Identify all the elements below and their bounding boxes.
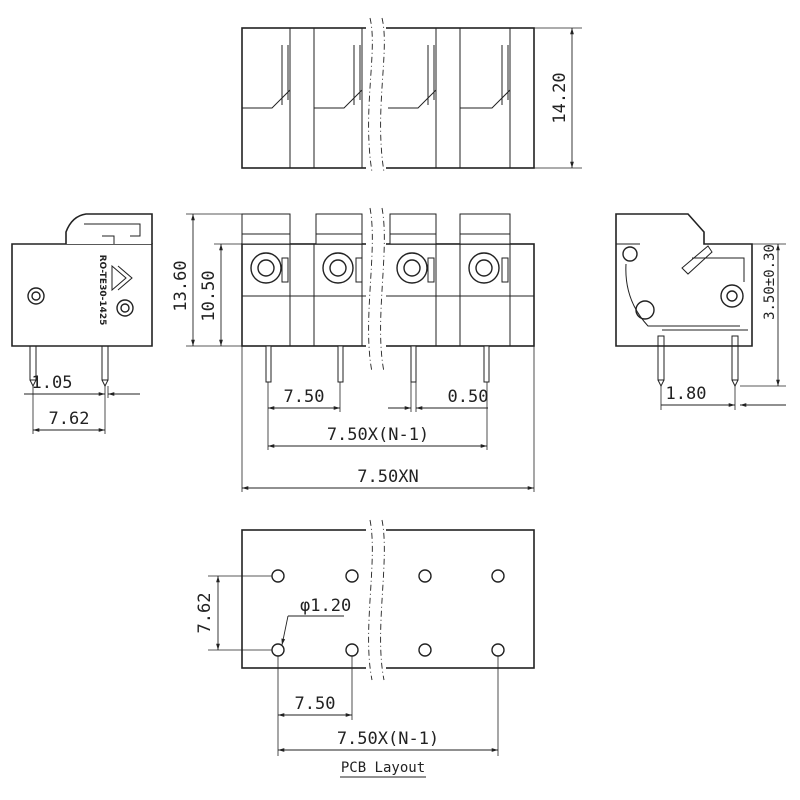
front-height-body-dim: 10.50 (199, 270, 219, 321)
pcb-row-spacing-dim: 7.62 (195, 593, 215, 634)
front-pitch-n1-dim: 7.50X(N-1) (327, 425, 429, 445)
right-pin-height-dim: 3.50±0.30 (762, 244, 778, 320)
top-view: 14.20 (241, 17, 582, 175)
logo-text: RO-TE30-1425 (97, 255, 107, 326)
right-pin-base-dim: 1.80 (666, 384, 707, 404)
pcb-layout-title: PCB Layout (341, 760, 425, 776)
front-length-dim: 7.50XN (357, 467, 418, 487)
front-view: 13.60 10.50 7.50 0.50 7.50X(N-1) 7.50XN (171, 207, 535, 492)
left-view: RO-TE30-1425 1.05 7.62 (11, 213, 153, 434)
left-row-spacing-dim: 7.62 (49, 409, 90, 429)
front-pitch-dim: 7.50 (284, 387, 325, 407)
pcb-layout-view: 7.62 φ1.20 7.50 7.50X(N-1) PCB Layout (195, 519, 535, 778)
screw-holes (250, 252, 500, 284)
manufacturer-logo: RO-TE30-1425 (97, 255, 133, 326)
left-pin-offset-dim: 1.05 (32, 373, 73, 393)
pcb-hole-diameter-dim: φ1.20 (300, 596, 351, 616)
pins (265, 345, 490, 383)
front-pin-width-dim: 0.50 (448, 387, 489, 407)
top-height-dim: 14.20 (550, 72, 570, 123)
right-view: 3.50±0.30 1.80 (615, 213, 786, 410)
pcb-pitch-dim: 7.50 (295, 694, 336, 714)
front-height-total-dim: 13.60 (171, 260, 191, 311)
pcb-pitch-n1-dim: 7.50X(N-1) (337, 729, 439, 749)
